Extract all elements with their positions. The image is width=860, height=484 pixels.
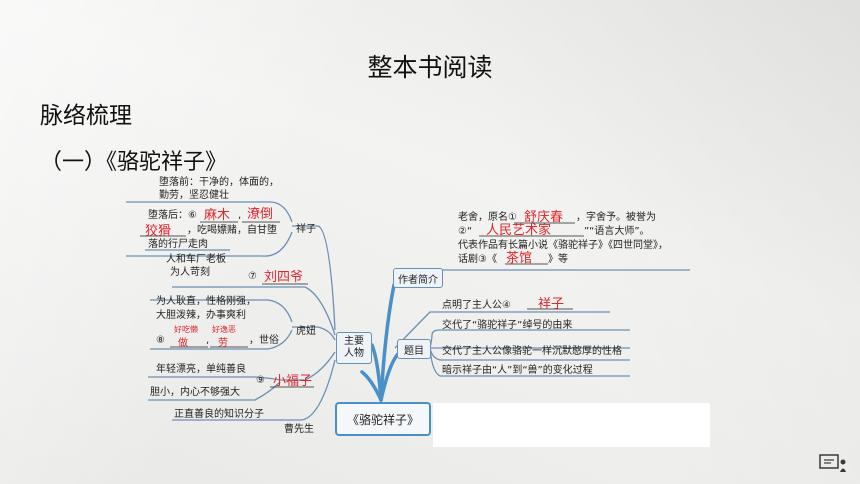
answer-6a: 麻木 — [204, 208, 231, 223]
answer-8a2: 做 — [178, 338, 188, 349]
author-intro-box: 作者简介 — [393, 268, 443, 288]
author-line4-prefix: 话剧③《 — [458, 254, 497, 265]
page-title: 整本书阅读 — [367, 53, 493, 82]
answer-8b2: 劳 — [218, 338, 228, 349]
answer-2: 人民艺术家 — [486, 223, 552, 238]
presentation-board-icon[interactable] — [818, 452, 848, 474]
liusiye-line1: 人和车厂老板 — [166, 254, 226, 265]
topic-item3: 交代了主人公像骆驼一样沉默憨厚的性格 — [442, 346, 622, 357]
xiaofuzi-line2: 胆小，内心不够强大 — [150, 387, 240, 398]
answer-8b: 好逸恶 — [212, 325, 236, 334]
cao-line: 正直善良的知识分子 — [174, 409, 264, 420]
blank-area — [433, 403, 710, 447]
author-line1: 老舍，原名① — [458, 212, 517, 223]
xiangzi-label: 祥子 — [296, 224, 316, 235]
liusiye-line2: 为人苛刻 — [170, 267, 210, 278]
cao-label: 曹先生 — [284, 424, 314, 435]
author-line1-suffix: ，字舍予。被誉为 — [576, 212, 656, 223]
huniu-comma: , — [206, 335, 210, 346]
center-title: 《骆驼祥子》 — [346, 412, 419, 427]
topic-item2: 交代了“骆驼祥子”绰号的由来 — [442, 320, 573, 331]
main-people-label: 主要人物 — [344, 336, 364, 359]
section-heading: 脉络梳理 — [40, 103, 132, 129]
topic-item4: 暗示祥子由“人”到“兽”的变化过程 — [442, 365, 593, 376]
xiangzi-after-line2: ，吃喝嫖赌，自甘堕 — [187, 225, 277, 236]
xiangzi-after-prefix: 堕落后：⑥ — [148, 210, 197, 221]
liusiye-num: ⑦ — [248, 271, 257, 282]
author-line2-suffix: ”“语言大师”。 — [584, 226, 650, 237]
center-title-box: 《骆驼祥子》 — [335, 402, 431, 436]
xiangzi-comma: , — [238, 210, 242, 221]
xiaofuzi-num: ⑨ — [256, 375, 265, 386]
answer-7: 刘四爷 — [264, 270, 304, 285]
xiangzi-after-line3: 落的行尸走肉 — [148, 239, 208, 250]
xiangzi-before-line2: 勤劳，坚忍健壮 — [159, 190, 229, 201]
answer-6c: 狡猾 — [145, 224, 172, 239]
answer-3: 茶馆 — [506, 251, 533, 266]
author-line2-prefix: ②“ — [458, 226, 473, 237]
huniu-line1: 为人耿直，性格刚强， — [156, 296, 256, 307]
main-people-box: 主要人物 — [336, 332, 372, 364]
section-subheading: （一）《骆驼祥子》 — [40, 150, 228, 175]
huniu-suffix: ，世俗 — [249, 335, 279, 346]
huniu-label: 虎妞 — [296, 326, 316, 337]
huniu-num: ⑧ — [156, 335, 165, 346]
answer-9: 小福子 — [273, 374, 313, 389]
topic-item1: 点明了主人公④ — [442, 300, 511, 311]
topic-label: 题目 — [404, 345, 424, 357]
author-intro-label: 作者简介 — [398, 274, 438, 286]
answer-8a: 好吃懒 — [174, 325, 198, 334]
author-line4-suffix: 》等 — [548, 254, 568, 265]
answer-4: 祥子 — [538, 297, 565, 312]
answer-6b: 潦倒 — [247, 207, 274, 222]
topic-box: 题目 — [397, 339, 431, 359]
author-line3: 代表作品有长篇小说《骆驼祥子》《四世同堂》， — [458, 240, 668, 251]
xiangzi-before-line1: 堕落前：干净的，体面的， — [159, 177, 279, 188]
huniu-line2: 大胆泼辣，办事爽利 — [156, 310, 246, 321]
xiaofuzi-line1: 年轻漂亮，单纯善良 — [156, 364, 246, 375]
answer-1: 舒庆春 — [524, 210, 564, 225]
